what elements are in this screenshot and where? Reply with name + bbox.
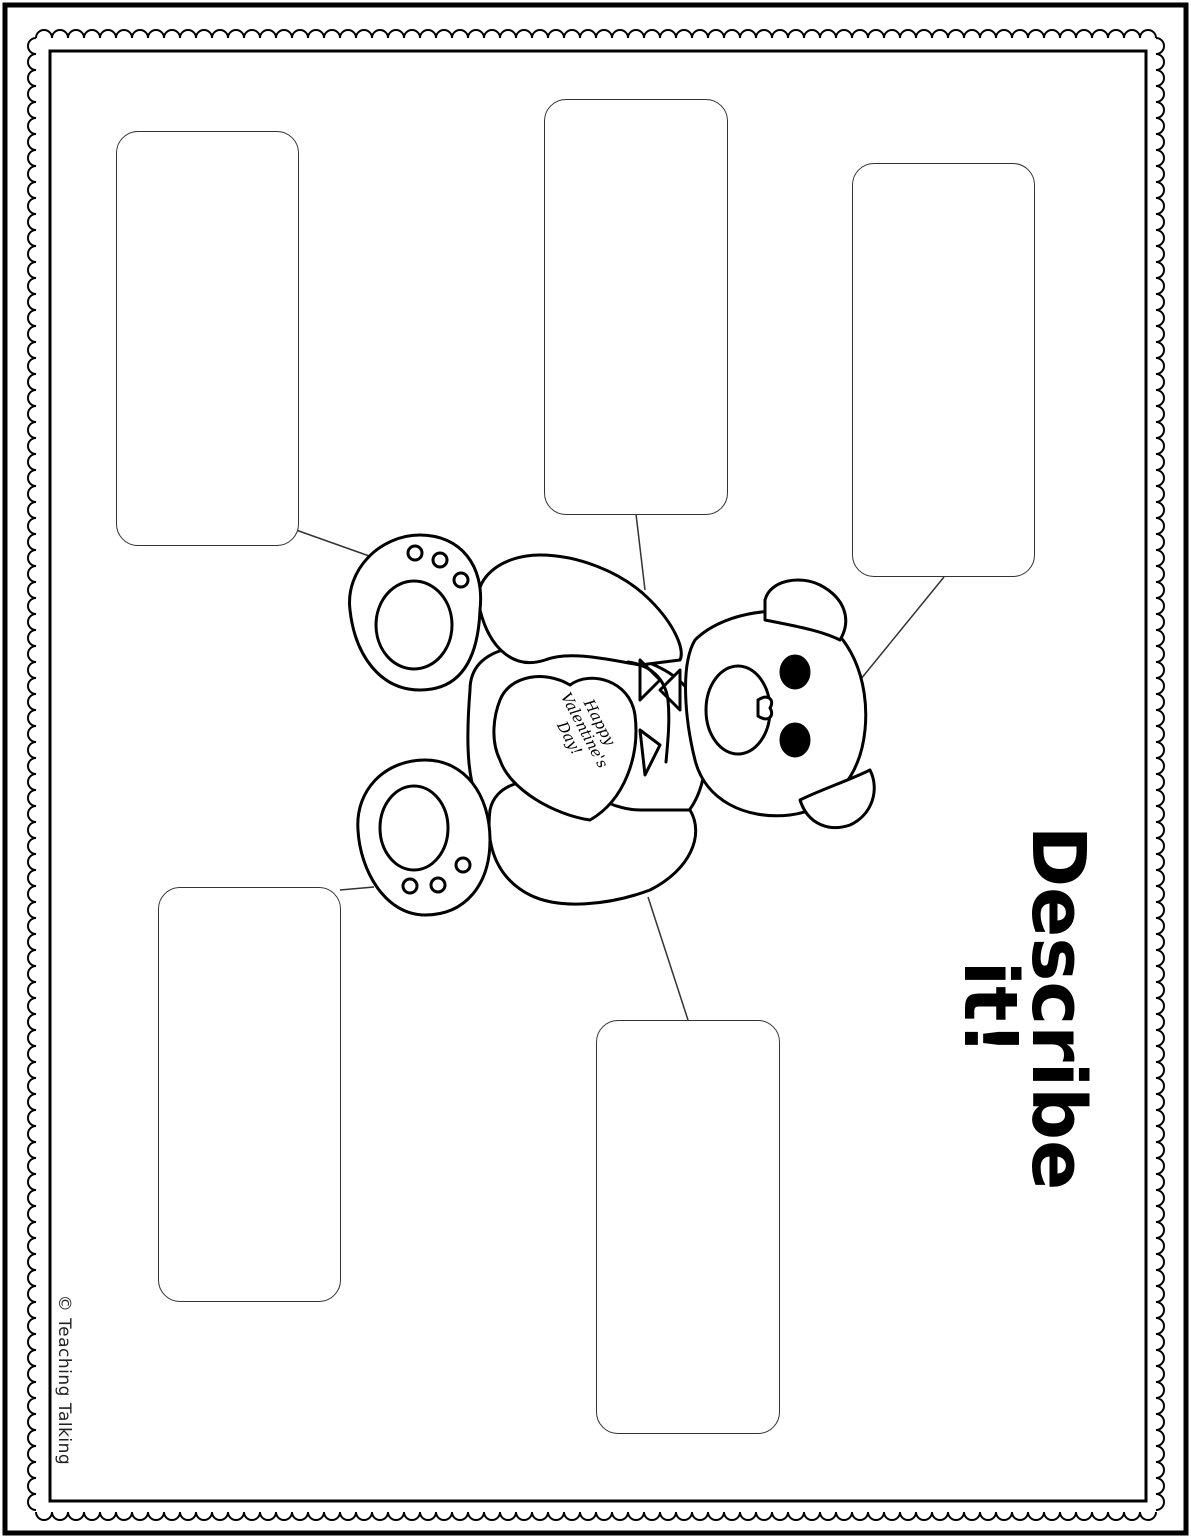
bear-toe: [403, 879, 417, 893]
copyright-notice: © Teaching Talking: [54, 1295, 74, 1465]
bear-toe: [431, 878, 445, 892]
bear-toe: [433, 553, 447, 567]
bear-toe: [454, 573, 468, 587]
bear-toe: [456, 858, 470, 872]
title-line-2: it!: [956, 826, 1024, 1191]
bear-paw-pad-upper: [376, 581, 452, 669]
answer-box-2[interactable]: [544, 99, 728, 515]
bear-eye: [781, 656, 809, 688]
bear-eye: [781, 724, 809, 756]
answer-box-5[interactable]: [596, 1020, 780, 1434]
answer-box-1[interactable]: [116, 131, 299, 546]
bear-nose: [758, 697, 772, 719]
page-title: Describe it!: [956, 826, 1092, 1191]
bear-paw-pad-lower: [380, 786, 448, 870]
bear-toe: [408, 546, 422, 560]
answer-box-3[interactable]: [852, 163, 1035, 577]
title-line-1: Describe: [1024, 826, 1092, 1191]
answer-box-4[interactable]: [158, 887, 341, 1302]
